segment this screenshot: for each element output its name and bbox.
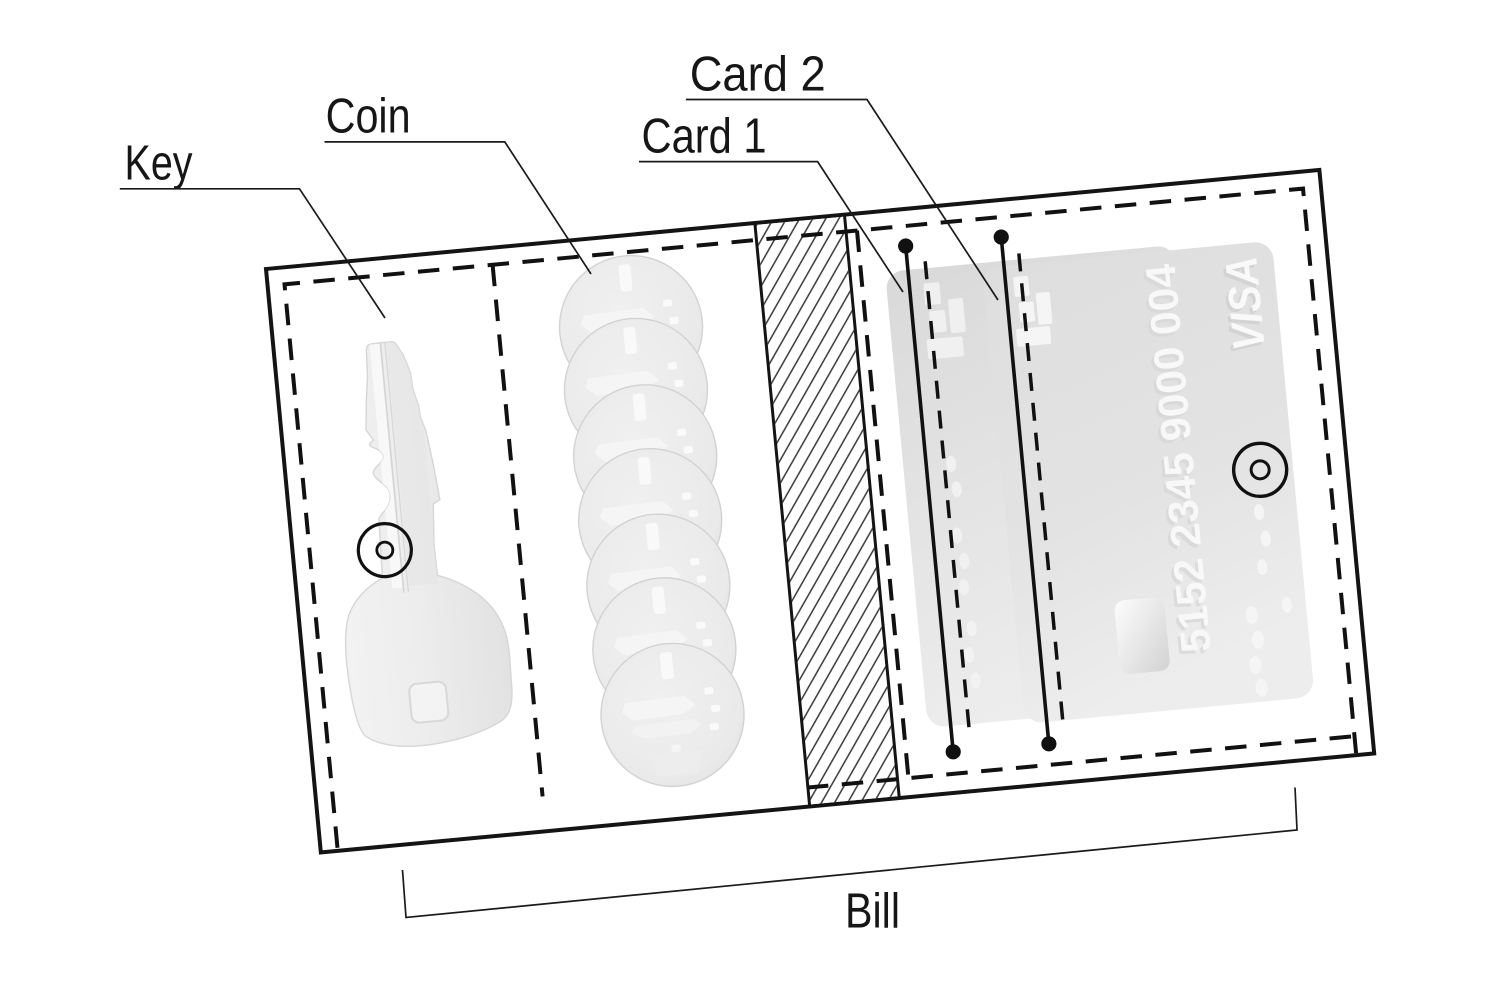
svg-text:Key: Key — [125, 137, 193, 191]
svg-text:VISA: VISA — [1213, 258, 1273, 356]
svg-text:Card 1: Card 1 — [642, 110, 767, 164]
svg-text:VISA: VISA — [1215, 254, 1275, 352]
svg-text:Coin: Coin — [326, 89, 411, 143]
svg-text:Card 2: Card 2 — [690, 48, 826, 102]
svg-text:Bill: Bill — [845, 885, 900, 939]
